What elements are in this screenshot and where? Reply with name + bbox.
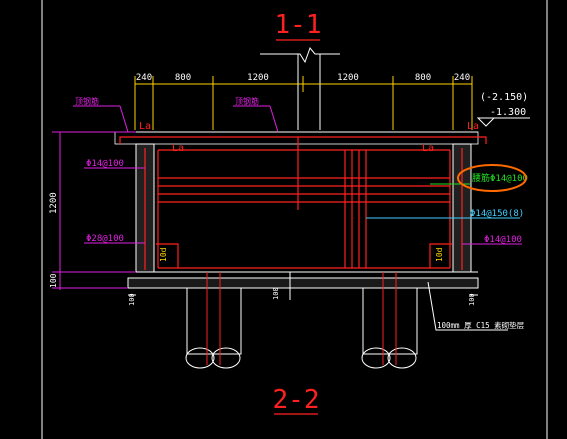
dim-top-1: 240 [136,73,152,83]
anchor-left-label: 10d [159,247,168,262]
break-line-top [260,47,340,64]
highlight-circle [457,164,527,192]
dim-top-5: 800 [415,73,431,83]
elevation-label-2: -1.300 [490,107,526,118]
elevation-triangle [476,117,496,127]
anchor-right-label: 10d [435,247,444,262]
la-label-2: La [172,143,184,154]
dim-left-base: 100 [49,273,58,288]
top-bar-label-left: 顶钢筋 [75,96,99,106]
pile-right-outline [362,287,418,355]
pile-right-end-b [387,347,417,369]
top-bar-leader-mid-2 [269,105,279,133]
top-bar-leader-left-2 [119,105,129,133]
la-label-4: La [422,143,434,154]
rebar-right-label-3: Φ14@100 [484,235,522,245]
rebar-right-label-2: Φ14@150(8) [470,209,524,219]
rebar-right-label-1: 腰筋Φ14@100 [472,172,528,184]
base-slab [127,277,479,289]
la-label-3: La [467,121,479,132]
pile-left-end-a [185,347,215,369]
pile-left-end-b [211,347,241,369]
top-bar-label-mid: 顶钢筋 [235,96,259,106]
dim-bottom-right: 100 [468,293,476,306]
pile-left-outline [186,287,242,355]
title-top: 1-1 [275,10,322,40]
dim-top-6: 240 [454,73,470,83]
dim-top-2: 800 [175,73,191,83]
elevation-label-1: (-2.150) [480,92,528,103]
dim-center-base: 100 [272,287,280,300]
dim-top-3: 1200 [247,73,269,83]
cushion-note: 100mm 厚 C15 素砌垫层 [437,320,525,330]
pile-right-end-a [361,347,391,369]
dim-top-ticks [134,76,473,130]
la-label-1: La [139,121,151,132]
dim-left-height: 1200 [49,192,59,214]
pile-rebars [206,272,397,365]
slab-outline [114,131,479,145]
rebar-left-label-1: Φ14@100 [86,159,124,169]
dim-top-4: 1200 [337,73,359,83]
title-bottom: 2-2 [273,385,320,415]
dim-bottom-left: 100 [128,293,136,306]
cushion-leader [427,281,508,331]
rebar-top-main [119,136,487,144]
rebar-left-label-2: Φ28@100 [86,234,124,244]
rebar-group [119,136,487,270]
